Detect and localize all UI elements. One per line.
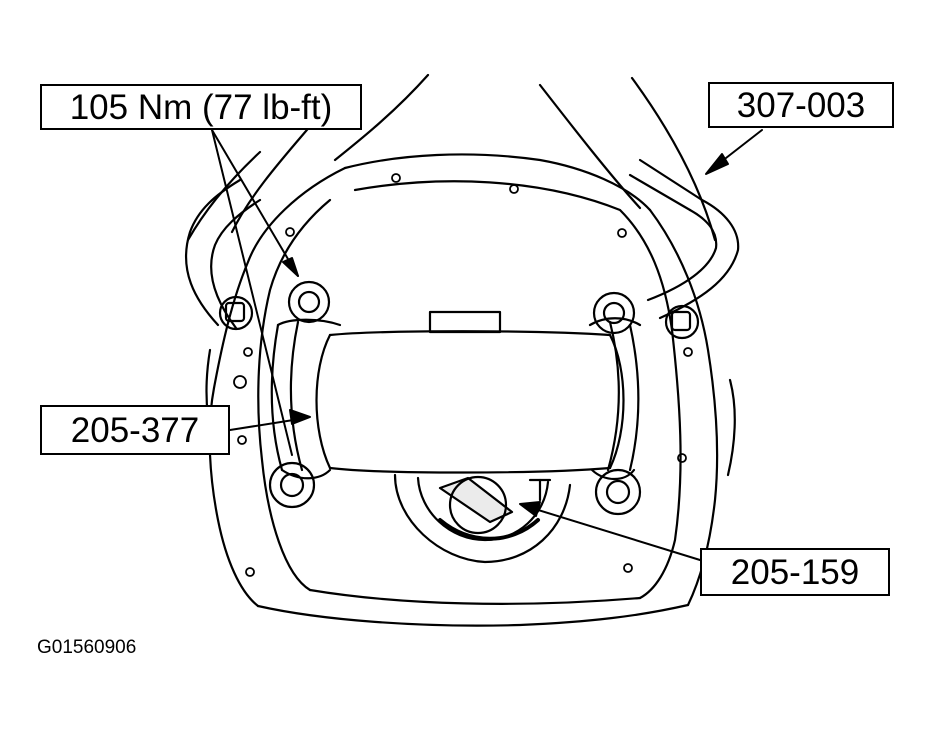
tool-205-377-cap-left [270, 318, 342, 480]
cover-bolt-holes [233, 173, 693, 577]
differential-cover [205, 153, 736, 627]
tool-205-377-cap-right [588, 317, 642, 481]
tool-307-003-callout: 307-003 [708, 82, 894, 128]
leader-arrows [211, 129, 763, 561]
arrowhead-torque-upper [282, 257, 299, 277]
arrowhead-307 [705, 153, 729, 175]
spreader-cylinder [315, 310, 625, 474]
tool-307-003-bar [185, 158, 740, 330]
tool-205-159-callout: 205-159 [700, 548, 890, 596]
torque-spec-callout: 105 Nm (77 lb-ft) [40, 84, 362, 130]
cap-bolts [268, 280, 642, 516]
arrowhead-377 [289, 409, 311, 425]
leader-torque-lower [211, 129, 293, 456]
arrowhead-159 [519, 501, 541, 517]
leader-159 [521, 504, 701, 561]
leader-torque-upper [211, 129, 299, 277]
tool-205-159-pinion-socket [393, 473, 572, 564]
figure-id-label: G01560906 [37, 637, 137, 658]
tool-205-377-callout: 205-377 [40, 405, 230, 455]
outer-bolts [218, 295, 700, 340]
